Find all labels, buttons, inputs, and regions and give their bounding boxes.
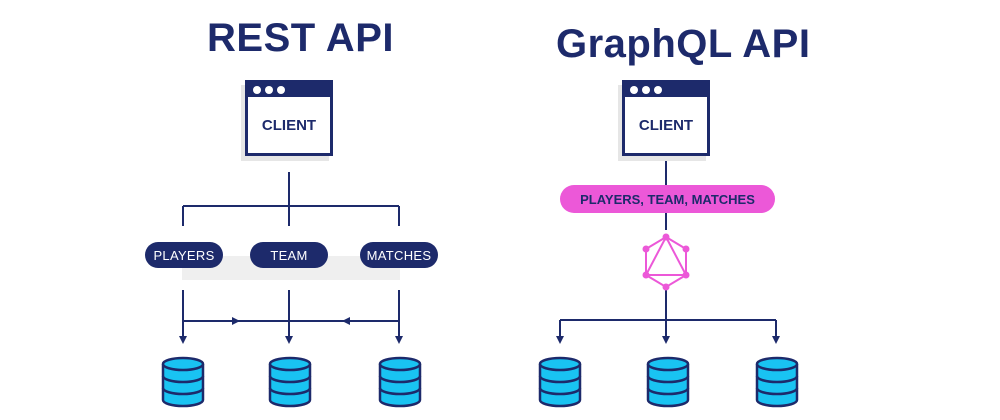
- database-icon: [646, 356, 690, 408]
- rest-api-title: REST API: [207, 16, 394, 60]
- rest-client-label: CLIENT: [261, 117, 317, 134]
- graphql-logo-icon: [642, 233, 690, 291]
- database-icon: [538, 356, 582, 408]
- database-icon: [378, 356, 422, 408]
- rest-client-window: CLIENT: [245, 80, 333, 156]
- database-icon: [755, 356, 799, 408]
- endpoint-team: TEAM: [250, 242, 328, 268]
- browser-window-icon: [248, 83, 330, 97]
- database-icon: [161, 356, 205, 408]
- endpoint-players: PLAYERS: [145, 242, 223, 268]
- graphql-api-title: GraphQL API: [556, 22, 811, 66]
- browser-window-icon: [625, 83, 707, 97]
- graphql-query-pill: PLAYERS, TEAM, MATCHES: [560, 185, 775, 213]
- graphql-client-window: CLIENT: [622, 80, 710, 156]
- database-icon: [268, 356, 312, 408]
- endpoint-matches: MATCHES: [360, 242, 438, 268]
- graphql-client-label: CLIENT: [638, 117, 694, 134]
